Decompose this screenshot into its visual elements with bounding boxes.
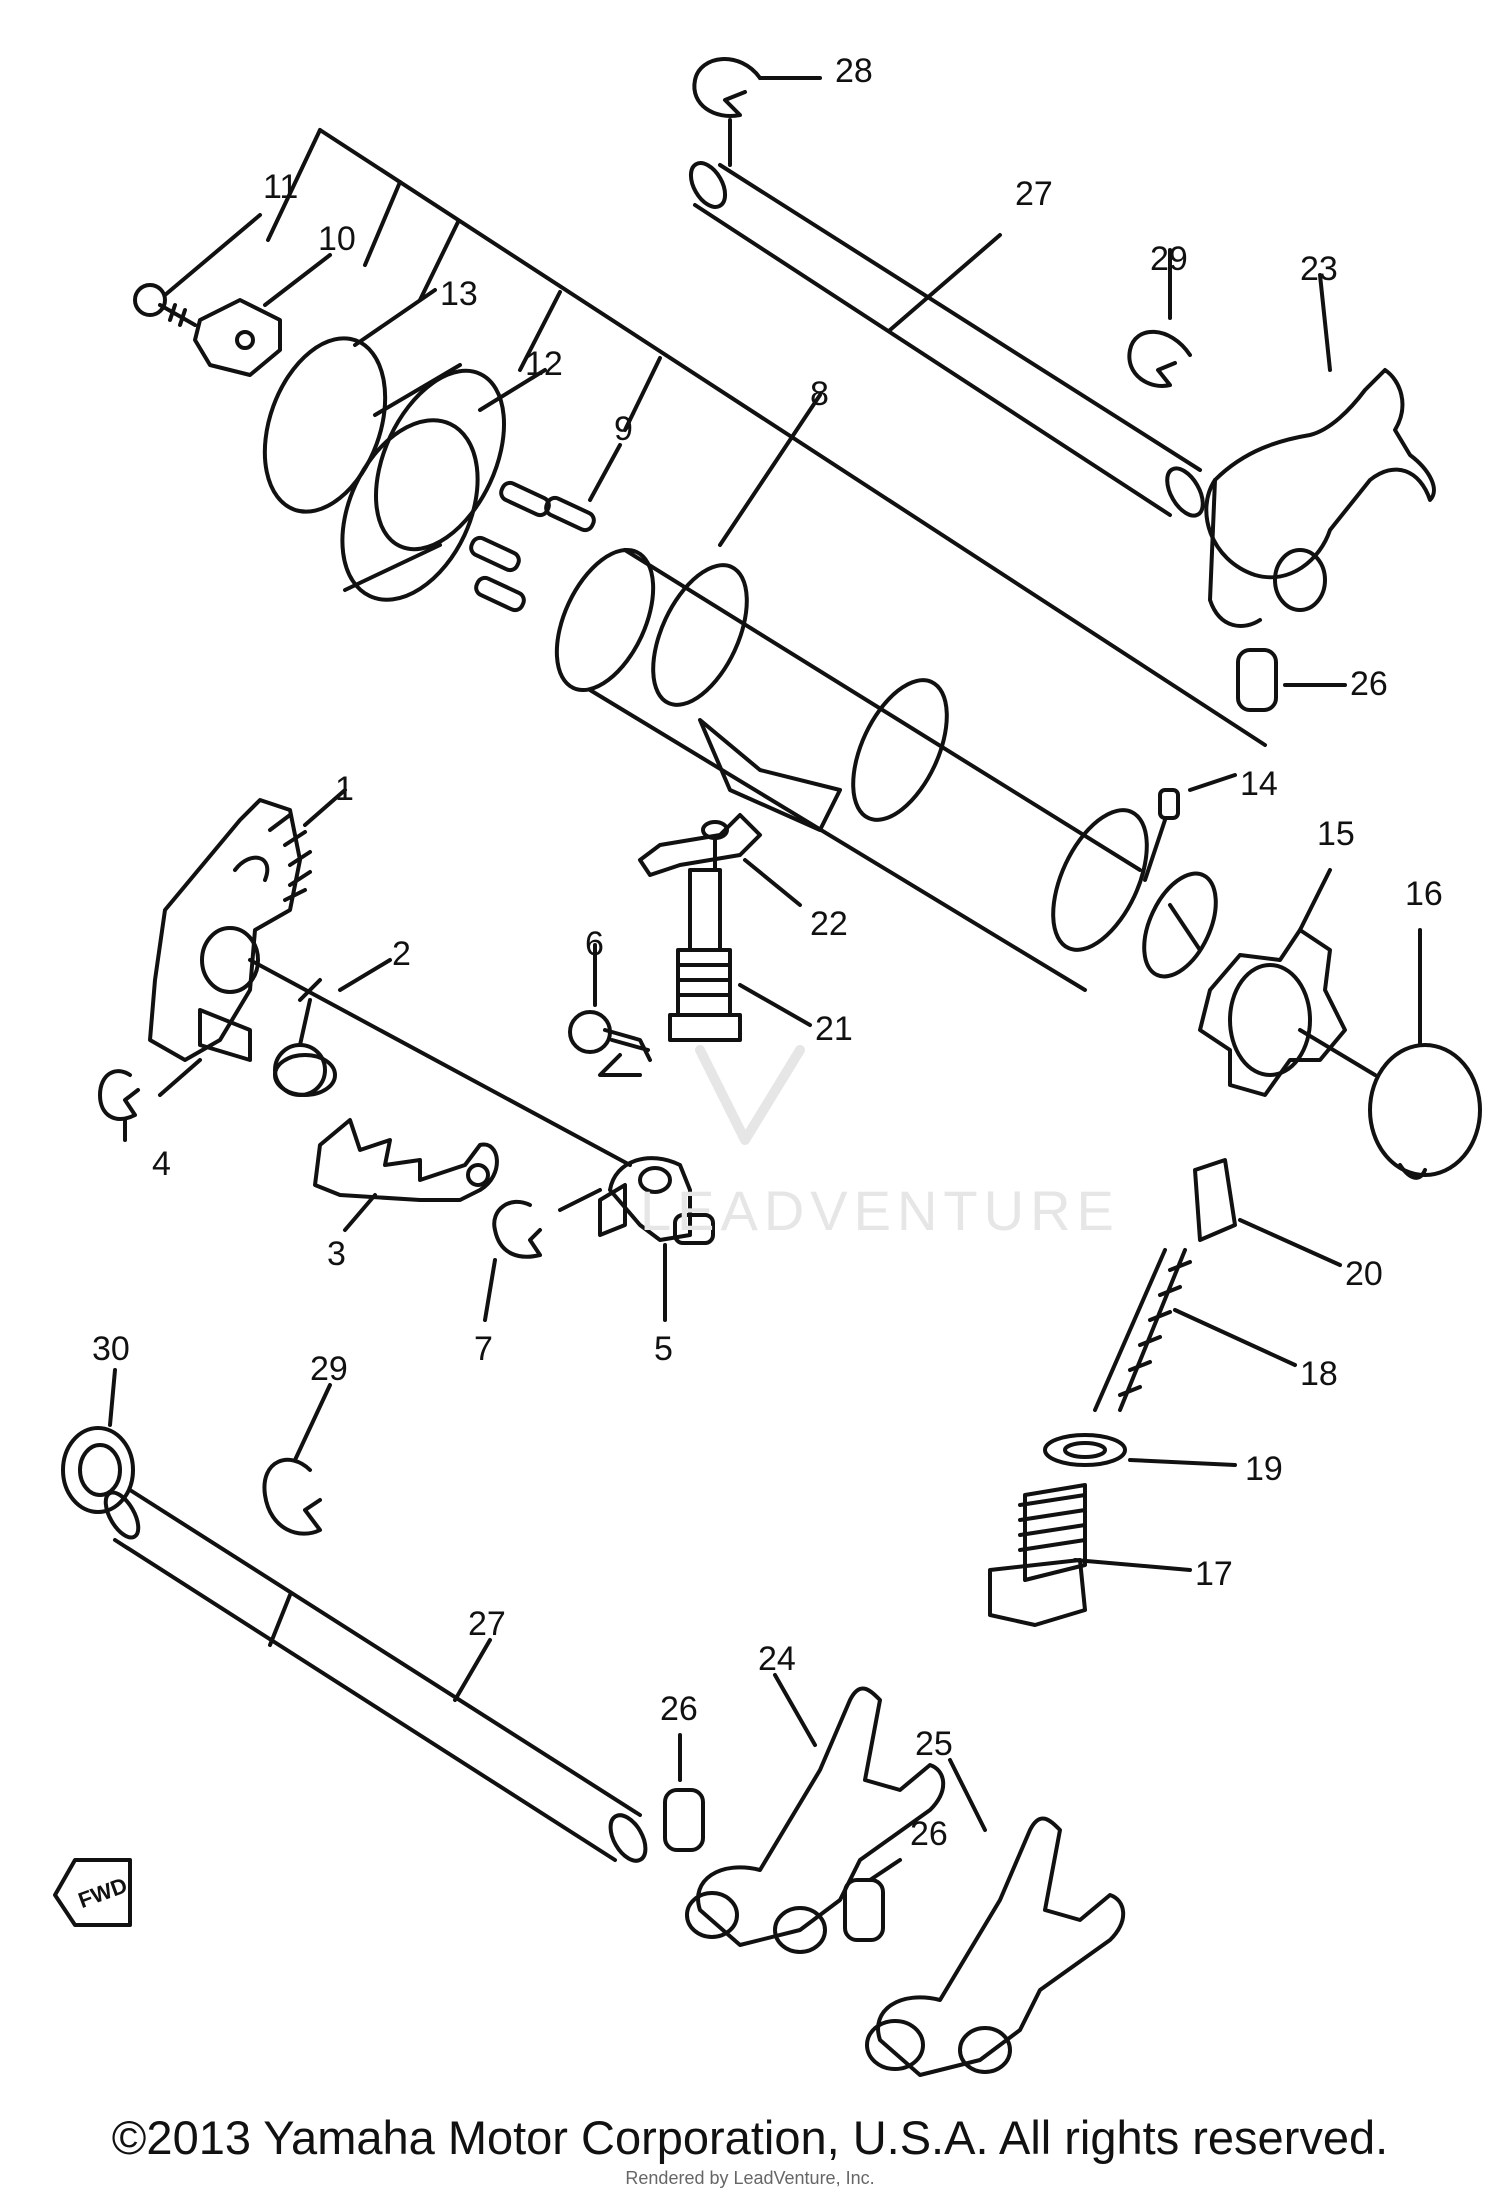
fwd-arrow: [53, 1858, 132, 1927]
callout-5: 5: [654, 1330, 673, 1368]
callout-1: 1: [335, 770, 354, 808]
e-clip-29-mid: [1127, 329, 1192, 388]
callout-26-top: 26: [1350, 665, 1388, 703]
plug-bolt-17: [988, 1483, 1087, 1627]
callout-7: 7: [474, 1330, 493, 1368]
circlip-13: [262, 336, 388, 514]
callout-26-lower-b: 26: [910, 1815, 948, 1853]
e-clip-29-top: [692, 57, 762, 118]
e-clip-7: [492, 1199, 542, 1259]
callout-27: 27: [468, 1605, 506, 1643]
callout-21: 21: [815, 1010, 853, 1048]
shift-drum-8: [554, 547, 1218, 992]
callout-18: 18: [1300, 1355, 1338, 1393]
callout-29-top: 28: [835, 52, 873, 90]
callout-30: 30: [92, 1330, 130, 1368]
washer-19: [1043, 1433, 1127, 1467]
dowel-pins-9: [469, 480, 596, 613]
callout-6: 6: [585, 925, 604, 963]
callout-4: 4: [152, 1145, 171, 1183]
callout-13: 13: [440, 275, 478, 313]
callout-8: 8: [810, 375, 829, 413]
callout-11: 11: [263, 168, 298, 206]
shift-rod-28: [688, 161, 1205, 518]
callout-28: 27: [1015, 175, 1053, 213]
e-clip-29-lower: [262, 1457, 322, 1536]
pin-26-lower-right: [843, 1878, 885, 1942]
return-spring-2: [273, 978, 337, 1097]
callout-24: 24: [758, 1640, 796, 1678]
watermark-logo: [695, 1045, 805, 1145]
shift-fork-24: [685, 1686, 946, 1954]
circlip-16: [1368, 1043, 1482, 1180]
spring-18: [1093, 1248, 1192, 1412]
callout-9: 9: [614, 410, 633, 448]
callout-16: 16: [1405, 875, 1443, 913]
pivot-5: [598, 1156, 715, 1245]
callout-19: 19: [1245, 1450, 1283, 1488]
screw-6: [568, 1010, 652, 1077]
callout-25: 25: [915, 1725, 953, 1763]
callout-29-lower: 29: [310, 1350, 348, 1388]
callout-14: 14: [1240, 765, 1278, 803]
shift-arm-3: [313, 1118, 499, 1202]
callout-20: 20: [1345, 1255, 1383, 1293]
shift-rod-27: [103, 1488, 648, 1863]
callout-10: 10: [318, 220, 356, 258]
callout-12: 12: [525, 345, 563, 383]
callout-2: 2: [392, 935, 411, 973]
shift-lever-1: [148, 798, 312, 1062]
callout-26-lower-a: 26: [660, 1690, 698, 1728]
callout-22: 22: [810, 905, 848, 943]
pin-26-lower-left: [663, 1788, 705, 1852]
copyright-text: ©2013 Yamaha Motor Corporation, U.S.A. A…: [111, 2111, 1389, 2164]
segment-plate-10: [193, 298, 282, 377]
washer-30: [61, 1426, 135, 1514]
screw-21: [668, 868, 742, 1042]
plunger-20: [1193, 1158, 1237, 1242]
pin-14: [1143, 788, 1180, 882]
callout-15: 15: [1317, 815, 1355, 853]
callout-23: 23: [1300, 250, 1338, 288]
callout-17: 17: [1195, 1555, 1233, 1593]
pin-26-top: [1236, 648, 1278, 712]
stopper-plate-22: [638, 813, 762, 877]
bearing-12: [340, 363, 507, 602]
bolt-11: [133, 283, 197, 327]
watermark-text: LEADVENTURE: [640, 1179, 1120, 1242]
e-clip-4: [98, 1069, 140, 1121]
fwd-label: FWD: [75, 1872, 131, 1913]
shift-fork-23: [1204, 368, 1436, 628]
shift-fork-25: [865, 1816, 1126, 2077]
rendered-by-text: Rendered by LeadVenture, Inc.: [625, 2168, 875, 2188]
callout-3: 3: [327, 1235, 346, 1273]
callout-29-mid: 29: [1150, 240, 1188, 278]
segment-15: [1198, 928, 1347, 1097]
